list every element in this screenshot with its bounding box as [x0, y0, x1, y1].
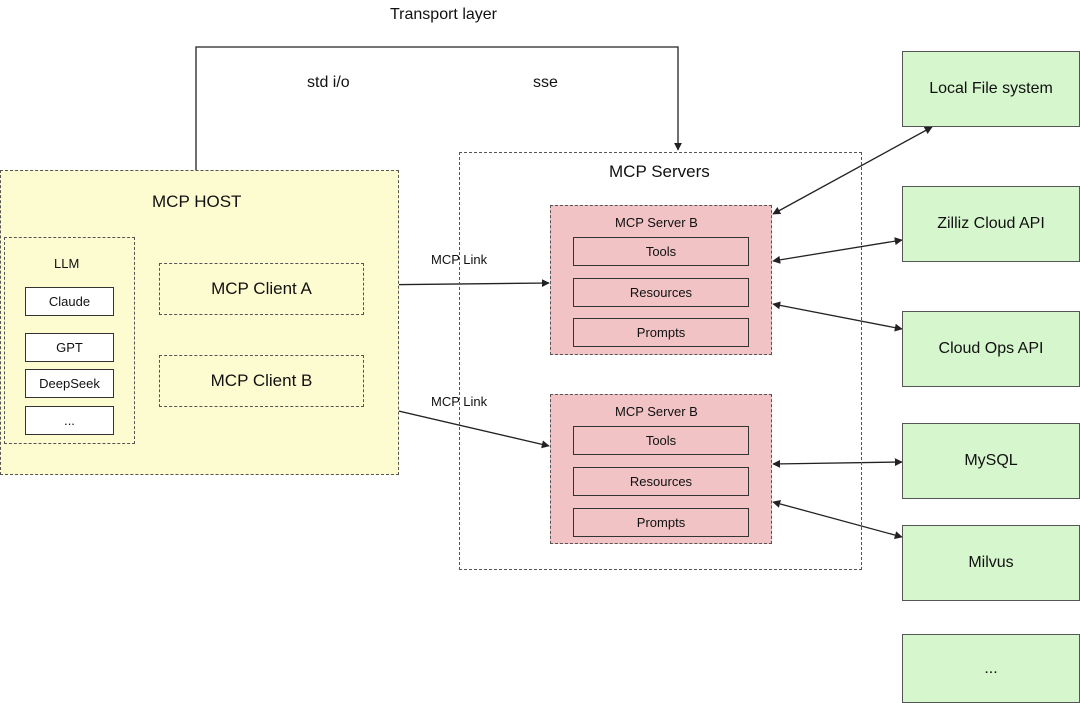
mcp-servers-title: MCP Servers: [609, 162, 710, 181]
server-2-prompts: Prompts: [573, 508, 749, 537]
arrow-server-b-milvus: [772, 500, 903, 539]
llm-title: LLM: [54, 256, 80, 271]
llm-item-gpt: GPT: [25, 333, 114, 362]
llm-item-more: ...: [25, 406, 114, 435]
llm-group: [4, 237, 135, 444]
mcp-server-2: [550, 394, 772, 544]
llm-item-deepseek: DeepSeek: [25, 369, 114, 398]
arrow-server-b-mysql: [772, 458, 903, 468]
server-1-prompts: Prompts: [573, 318, 749, 347]
service-local-file-system: Local File system: [902, 51, 1080, 127]
arrow-server-a-cloud-ops: [772, 301, 903, 332]
mcp-server-1: [550, 205, 772, 355]
transport-layer-label: Transport layer: [390, 6, 497, 23]
server-2-resources: Resources: [573, 467, 749, 496]
mcp-server-1-title: MCP Server B: [615, 215, 698, 230]
llm-item-claude: Claude: [25, 287, 114, 316]
service-cloud-ops-api: Cloud Ops API: [902, 311, 1080, 387]
server-2-tools: Tools: [573, 426, 749, 455]
service-more: ...: [902, 634, 1080, 703]
stdio-label: std i/o: [307, 74, 350, 91]
sse-label: sse: [533, 74, 558, 91]
mcp-client-b: MCP Client B: [159, 355, 364, 407]
mcp-client-a: MCP Client A: [159, 263, 364, 315]
server-1-tools: Tools: [573, 237, 749, 266]
transport-path: [195, 46, 682, 170]
arrow-server-a-zilliz: [772, 237, 903, 264]
server-1-resources: Resources: [573, 278, 749, 307]
mcp-server-2-title: MCP Server B: [615, 404, 698, 419]
service-mysql: MySQL: [902, 423, 1080, 499]
service-milvus: Milvus: [902, 525, 1080, 601]
mcp-servers-container: [459, 152, 862, 570]
arrow-server-a-local-fs: [772, 126, 933, 215]
mcp-host-title: MCP HOST: [152, 192, 242, 211]
service-zilliz-cloud-api: Zilliz Cloud API: [902, 186, 1080, 262]
